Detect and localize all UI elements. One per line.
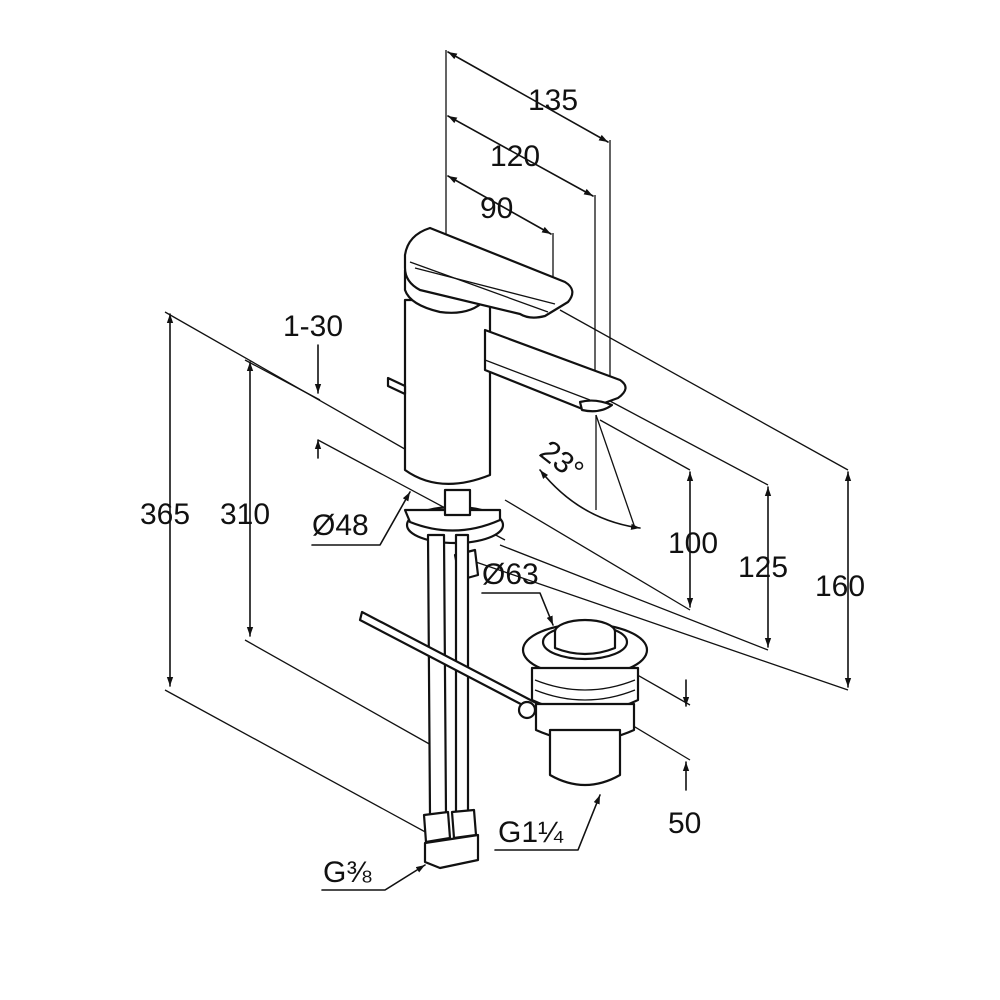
label-g3-8: G⅜: [323, 856, 372, 889]
faucet-body: [386, 226, 627, 582]
label-100: 100: [668, 527, 718, 560]
popup-rod: [358, 610, 542, 720]
label-90: 90: [480, 192, 513, 225]
label-angle-23: 23°: [533, 434, 589, 488]
label-365: 365: [140, 498, 190, 531]
dim-g3-8: [321, 864, 426, 891]
dim-120: [447, 115, 596, 400]
dim-310: [244, 359, 441, 751]
waste-valve: [521, 618, 649, 786]
label-g1-1-4: G1¼: [498, 816, 564, 849]
dim-100: [504, 419, 694, 611]
label-160: 160: [815, 570, 865, 603]
label-1-30: 1-30: [283, 310, 343, 343]
dim-g1-1-4: [494, 794, 601, 851]
dim-angle-23: [539, 414, 641, 530]
label-135: 135: [528, 84, 578, 117]
label-50: 50: [668, 807, 701, 840]
label-diameter-48: Ø48: [312, 509, 369, 542]
dim-diameter-63: [481, 592, 554, 626]
dim-125: [499, 399, 772, 651]
supply-hoses: [422, 533, 480, 870]
label-120: 120: [490, 140, 540, 173]
label-diameter-63: Ø63: [482, 558, 539, 591]
label-125: 125: [738, 551, 788, 584]
label-310: 310: [220, 498, 270, 531]
dim-diameter-48: [311, 491, 411, 546]
dim-160: [469, 309, 852, 691]
